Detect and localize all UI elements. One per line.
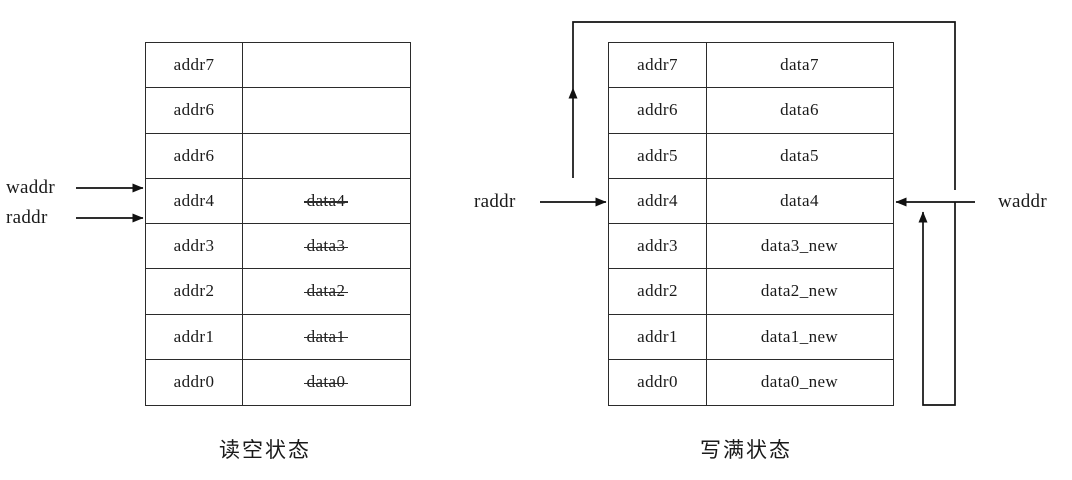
cell-address: addr7 [146, 43, 243, 88]
cell-data-text: data4 [780, 190, 819, 210]
cell-address: addr6 [146, 133, 243, 178]
table-row: addr2 data2_new [609, 269, 893, 315]
table-row: addr4 data4 [146, 178, 410, 224]
cell-data: data1_new [707, 315, 892, 359]
cell-address: addr3 [609, 224, 707, 269]
cell-address: addr1 [609, 314, 707, 359]
table-row: addr7 [146, 43, 410, 89]
table-row: addr5 data5 [609, 133, 893, 179]
table-row: addr3 data3_new [609, 224, 893, 270]
table-row: addr3 data3 [146, 224, 410, 270]
cell-data-text: data2_new [760, 281, 839, 301]
cell-address: addr6 [146, 88, 243, 133]
raddr-label-left: raddr [6, 207, 48, 228]
cell-data: data1 [243, 315, 409, 359]
cell-address: addr2 [609, 269, 707, 314]
cell-data-text: data6 [780, 100, 819, 120]
cell-data: data7 [707, 43, 892, 87]
cell-data: data0 [243, 360, 409, 405]
raddr-label-right: raddr [474, 191, 516, 212]
cell-data-text: data7 [780, 55, 819, 75]
waddr-label-left: waddr [6, 177, 55, 198]
cell-data-text: data2 [303, 281, 349, 301]
cell-data [243, 134, 409, 178]
write-full-fifo-table: addr7 data7 addr6 data6 addr5 data5 addr… [608, 42, 894, 406]
cell-address: addr2 [146, 269, 243, 314]
cell-data: data3_new [707, 224, 892, 268]
cell-address: addr1 [146, 314, 243, 359]
cell-data-text: data0 [303, 372, 349, 392]
table-row: addr7 data7 [609, 43, 893, 89]
read-empty-fifo-table: addr7 addr6 addr6 addr4 data4 addr3 data… [145, 42, 411, 406]
cell-address: addr0 [609, 359, 707, 405]
table-row: addr4 data4 [609, 178, 893, 224]
cell-data: data2 [243, 269, 409, 313]
cell-address: addr0 [146, 359, 243, 405]
table-row: addr6 data6 [609, 88, 893, 134]
cell-data: data6 [707, 88, 892, 132]
cell-data-text: data4 [303, 190, 349, 210]
cell-data: data2_new [707, 269, 892, 313]
cell-data: data5 [707, 134, 892, 178]
table-row: addr6 [146, 133, 410, 179]
cell-data: data3 [243, 224, 409, 268]
cell-address: addr6 [609, 88, 707, 133]
cell-data: data0_new [707, 360, 892, 405]
cell-address: addr5 [609, 133, 707, 178]
cell-data [243, 88, 409, 132]
table-row: addr1 data1 [146, 314, 410, 360]
table-row: addr1 data1_new [609, 314, 893, 360]
cell-data-text: data1_new [760, 326, 839, 346]
cell-address: addr3 [146, 224, 243, 269]
cell-data: data4 [243, 179, 409, 223]
cell-data: data4 [707, 179, 892, 223]
cell-data-text: data5 [780, 145, 819, 165]
table-row: addr0 data0_new [609, 359, 893, 405]
cell-address: addr7 [609, 43, 707, 88]
waddr-label-right: waddr [998, 191, 1047, 212]
cell-data-text: data3_new [760, 236, 839, 256]
cell-data-text: data0_new [760, 372, 839, 392]
table-row: addr0 data0 [146, 359, 410, 405]
cell-address: addr4 [609, 178, 707, 223]
cell-data-text: data3 [303, 236, 349, 256]
table-row: addr2 data2 [146, 269, 410, 315]
caption-read-empty: 读空状态 [219, 438, 311, 462]
write-pointer-return-path [918, 202, 956, 406]
cell-data [243, 43, 409, 87]
cell-address: addr4 [146, 178, 243, 223]
caption-write-full: 写满状态 [700, 438, 792, 462]
write-pointer-top-wrap-path [572, 21, 956, 190]
cell-data-text: data1 [303, 326, 349, 346]
table-row: addr6 [146, 88, 410, 134]
